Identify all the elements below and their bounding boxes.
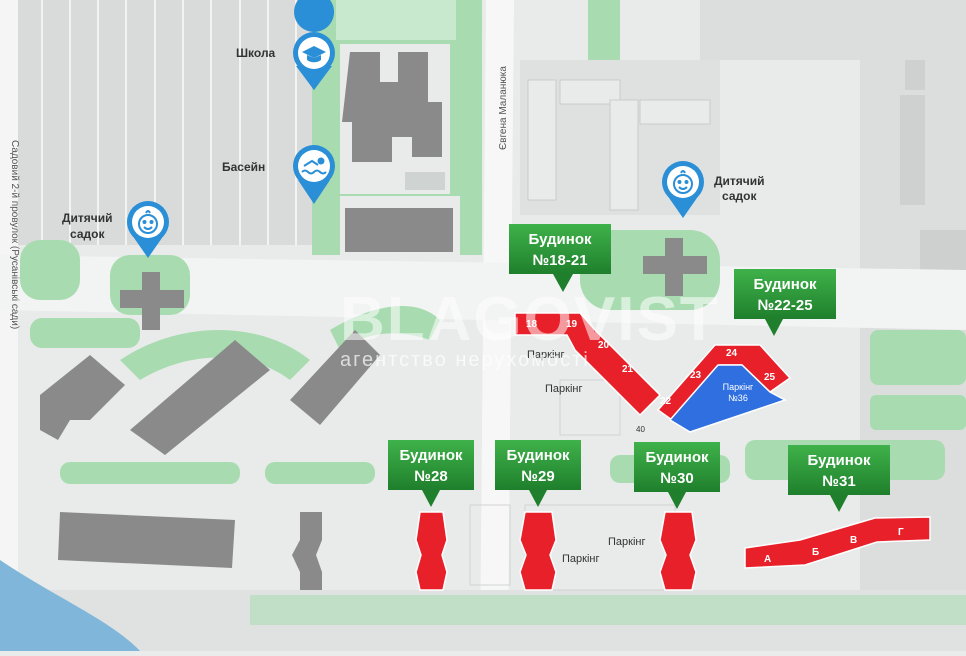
- callout-building-31[interactable]: Будинок №31: [788, 445, 890, 512]
- building-31-shape: [744, 516, 931, 569]
- poi-school-label: Школа: [236, 46, 276, 60]
- poi-kindergarten-east-label-2: садок: [722, 189, 757, 203]
- street-evhena-malanyuka: Євгена Маланюка: [498, 66, 509, 150]
- building-label-a: А: [764, 554, 771, 565]
- watermark-main: BLAGOVIST: [340, 285, 720, 354]
- callout-31-line2: №31: [822, 473, 855, 490]
- building-label-25: 25: [764, 372, 776, 383]
- callout-building-22-25[interactable]: Будинок №22-25: [734, 269, 836, 336]
- water: [0, 560, 140, 651]
- building-29-shape: [519, 511, 557, 591]
- building-label-v: В: [850, 535, 857, 546]
- poi-kindergarten-east-label-1: Дитячий: [714, 174, 765, 188]
- building-label-b: Б: [812, 547, 819, 558]
- street-sadovyi: Садовий 2-й провулок (Русанівські сади): [9, 140, 20, 329]
- poi-pool-label: Басейн: [222, 160, 265, 174]
- callout-29-line1: Будинок: [506, 447, 570, 464]
- callout-30-line2: №30: [660, 470, 693, 487]
- parking-label-2: Паркінг: [545, 383, 583, 395]
- callout-building-18-21[interactable]: Будинок №18-21: [509, 224, 611, 292]
- callout-building-29[interactable]: Будинок №29: [495, 440, 581, 507]
- swimmer-icon: [301, 157, 327, 175]
- graduation-cap-icon: [302, 46, 326, 63]
- poi-pool[interactable]: Басейн: [222, 145, 335, 204]
- kindergarten-east-building: [643, 238, 707, 296]
- callout-18-21-line2: №18-21: [532, 252, 587, 269]
- parking-36-shape: [668, 364, 787, 433]
- new-buildings: [415, 312, 931, 591]
- allotments-area: [18, 0, 318, 245]
- baby-face-icon: [138, 210, 158, 234]
- parking-label-3: Паркінг: [562, 553, 600, 565]
- existing-buildings: [40, 330, 380, 590]
- building-numbers: 18 19 20 21 22 23 24 25 А Б В Г: [526, 319, 904, 565]
- building-label-23: 23: [690, 370, 702, 381]
- ne-existing-block: [520, 0, 870, 215]
- callout-28-line2: №28: [414, 468, 447, 485]
- callout-30-line1: Будинок: [645, 449, 709, 466]
- poi-school[interactable]: Школа: [236, 0, 335, 90]
- building-28-shape: [415, 511, 448, 591]
- building-18-21-shape: [514, 312, 662, 417]
- building-label-g: Г: [898, 527, 904, 538]
- callout-29-line2: №29: [521, 468, 554, 485]
- poi-kindergarten-west[interactable]: Дитячий садок: [62, 201, 169, 258]
- building-label-19: 19: [566, 319, 578, 330]
- poi-kindergarten-east[interactable]: Дитячий садок: [662, 161, 765, 218]
- building-label-40: 40: [636, 425, 645, 434]
- callout-22-25-line1: Будинок: [753, 276, 817, 293]
- parking-36-label-line2: №36: [728, 393, 748, 403]
- callout-building-30[interactable]: Будинок №30: [634, 442, 720, 509]
- callout-22-25-line2: №22-25: [757, 297, 812, 314]
- building-label-18: 18: [526, 319, 538, 330]
- school-grounds: [312, 0, 482, 256]
- poi-kindergarten-west-label-1: Дитячий: [62, 211, 113, 225]
- baby-face-icon: [673, 170, 693, 194]
- callout-31-line1: Будинок: [807, 452, 871, 469]
- callout-28-line1: Будинок: [399, 447, 463, 464]
- building-label-24: 24: [726, 348, 738, 359]
- building-label-22: 22: [660, 396, 672, 407]
- building-label-20: 20: [598, 340, 610, 351]
- sadovyi-road: [0, 0, 18, 651]
- parking-label-1: Паркінг: [527, 349, 565, 361]
- callout-18-21-line1: Будинок: [528, 231, 592, 248]
- building-label-21: 21: [622, 364, 634, 375]
- poi-kindergarten-west-label-2: садок: [70, 227, 105, 241]
- parking-36-label-line1: Паркінг: [723, 382, 754, 392]
- main-road: [0, 255, 966, 330]
- building-30-shape: [659, 511, 697, 591]
- parking-label-4: Паркінг: [608, 536, 646, 548]
- watermark-sub: агентство нерухомості: [340, 349, 590, 371]
- callout-building-28[interactable]: Будинок №28: [388, 440, 474, 507]
- kindergarten-west-building: [120, 272, 184, 330]
